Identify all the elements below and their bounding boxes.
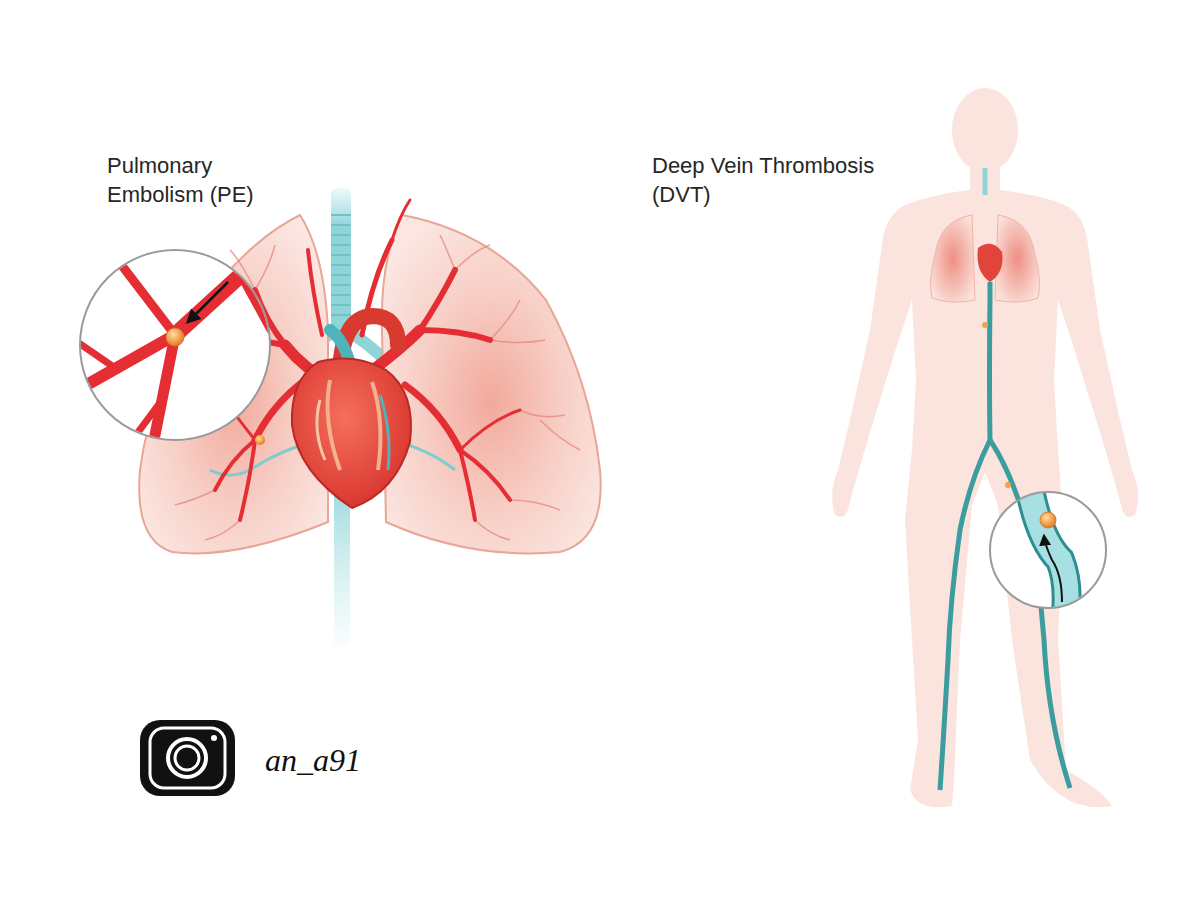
embolism-zoom <box>110 400 162 470</box>
body-figure <box>931 215 975 302</box>
embolism-zoom <box>60 330 118 370</box>
embolism-zoom <box>166 328 184 346</box>
instagram-icon <box>168 739 206 777</box>
instagram-icon <box>150 728 225 788</box>
embolism-zoom <box>60 230 290 470</box>
body-figure <box>987 282 993 440</box>
body-figure <box>832 165 1138 807</box>
embolism-zoom <box>175 230 290 335</box>
blood-clot <box>255 435 265 445</box>
body-figure <box>983 168 988 195</box>
body-figure <box>982 322 988 328</box>
instagram-icon <box>140 720 235 796</box>
pulmonary-arteries <box>420 270 455 330</box>
heart <box>292 358 411 508</box>
thrombosis-zoom <box>1030 490 1067 620</box>
embolism-zoom <box>110 250 175 335</box>
watermark: an_a91 <box>265 740 485 782</box>
thrombosis-zoom <box>1030 490 1067 620</box>
trachea <box>331 188 351 338</box>
right-lung <box>382 215 601 553</box>
embolism-zoom <box>188 282 228 322</box>
thrombosis-zoom <box>1040 512 1056 528</box>
trachea <box>331 215 351 315</box>
body-figure <box>978 244 1003 282</box>
heart <box>328 380 381 470</box>
thrombosis-zoom <box>1030 490 1067 620</box>
pulmonary-arteries <box>308 250 322 335</box>
heart <box>292 316 411 508</box>
body-figure <box>940 440 990 790</box>
fine-vessels <box>440 235 580 540</box>
pulmonary-arteries <box>405 385 460 450</box>
embolism-zoom <box>80 250 270 440</box>
embolism-zoom <box>60 230 290 470</box>
body-figure <box>832 88 1138 807</box>
body-figure <box>952 88 1018 172</box>
instagram-icon <box>140 720 235 796</box>
pulmonary-arteries <box>240 440 255 520</box>
body-figure <box>1005 482 1011 488</box>
section-heading: Deep Vein Thrombosis (DVT) <box>652 152 877 209</box>
pulmonary-arteries <box>392 200 410 240</box>
instagram-icon <box>211 735 217 741</box>
section-heading: Pulmonary Embolism (PE) <box>107 152 297 209</box>
embolism-zoom <box>240 275 270 330</box>
thrombosis-zoom <box>990 490 1106 620</box>
heart <box>380 395 389 470</box>
instagram-icon <box>175 746 199 770</box>
thrombosis-zoom <box>1044 536 1062 602</box>
pulmonary-arteries <box>460 410 520 450</box>
heart <box>317 400 325 460</box>
pulmonary-arteries <box>420 330 490 340</box>
pulmonary-arteries <box>460 450 475 520</box>
